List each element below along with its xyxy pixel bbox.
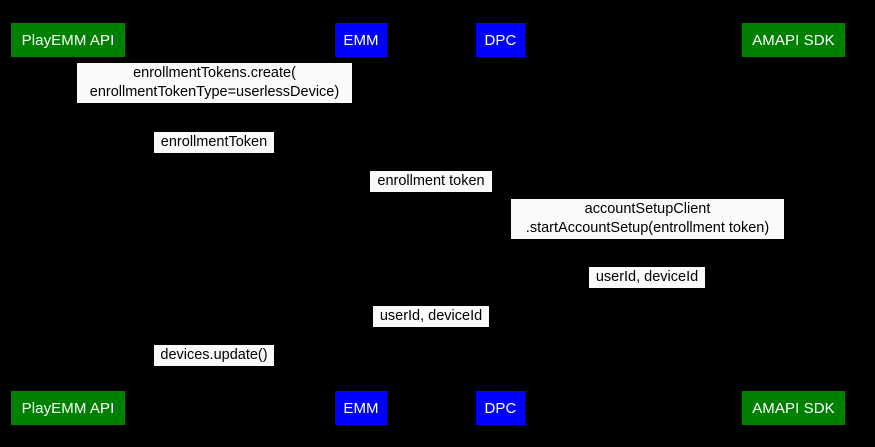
participant-header-label-dpc: DPC [484, 31, 517, 49]
participant-header-label-amapi-sdk: AMAPI SDK [752, 31, 835, 49]
lifeline-emm [361, 57, 362, 391]
participant-footer-playemm-api[interactable]: PlayEMM API [11, 391, 125, 425]
participant-header-playemm-api[interactable]: PlayEMM API [11, 23, 125, 57]
message-label-1: enrollmentTokens.create( enrollmentToken… [77, 63, 352, 103]
message-label-5: userId, deviceId [589, 267, 705, 288]
participant-header-label-emm: EMM [343, 31, 379, 49]
lifeline-dpc [500, 57, 501, 391]
message-label-6: userId, deviceId [373, 306, 489, 327]
lifeline-playemm-api [68, 57, 69, 391]
message-label-7: devices.update() [154, 345, 274, 366]
participant-header-emm[interactable]: EMM [335, 23, 387, 57]
participant-header-amapi-sdk[interactable]: AMAPI SDK [742, 23, 845, 57]
message-label-4: accountSetupClient .startAccountSetup(en… [511, 199, 784, 239]
lifeline-amapi-sdk [793, 57, 794, 391]
participant-footer-label-playemm-api: PlayEMM API [21, 399, 115, 417]
participant-footer-amapi-sdk[interactable]: AMAPI SDK [742, 391, 845, 425]
participant-header-label-playemm-api: PlayEMM API [21, 31, 115, 49]
participant-footer-label-amapi-sdk: AMAPI SDK [752, 399, 835, 417]
participant-footer-emm[interactable]: EMM [335, 391, 387, 425]
message-label-3: enrollment token [370, 171, 492, 192]
participant-footer-dpc[interactable]: DPC [476, 391, 525, 425]
participant-footer-label-dpc: DPC [484, 399, 517, 417]
participant-header-dpc[interactable]: DPC [476, 23, 525, 57]
participant-footer-label-emm: EMM [343, 399, 379, 417]
message-label-2: enrollmentToken [154, 132, 274, 153]
